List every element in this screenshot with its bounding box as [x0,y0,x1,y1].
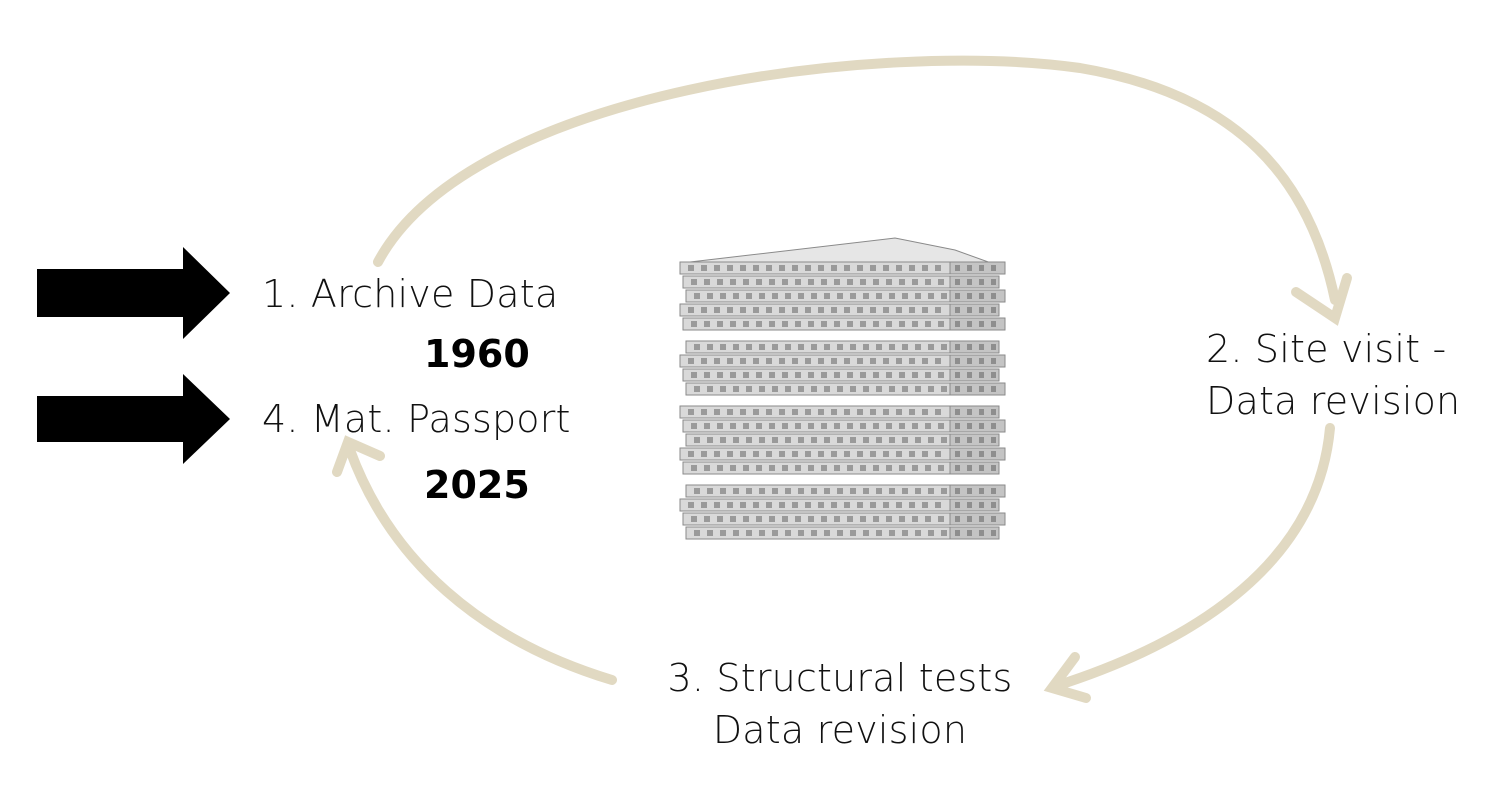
cycle-arrow-1-to-2 [373,55,1340,305]
cycle-arrowhead-3 [1043,652,1091,703]
concrete-slab-stack [679,237,1006,540]
step-4-label: 4. Mat. Passport [262,397,571,441]
step-3-line-2: Data revision [712,708,968,752]
cycle-arrowhead-4 [332,435,385,477]
year-start: 1960 [424,332,530,376]
cycle-arrow-2-to-3 [1051,423,1335,691]
step-3-label: 3. Structural tests Data revision [640,652,1040,756]
cycle-arrowhead-2 [1291,273,1352,326]
right-arrow-icon [37,247,230,339]
right-arrow-icon [37,374,230,464]
step-1-label: 1. Archive Data [262,272,559,316]
step-2-line-1: 2. Site visit - [1206,327,1447,371]
step-2-line-2: Data revision [1206,379,1461,423]
cycle-arrow-3-to-4 [345,445,617,685]
step-2-label: 2. Site visit - Data revision [1206,323,1460,427]
step-3-line-1: 3. Structural tests [667,656,1013,700]
year-end: 2025 [424,463,530,507]
